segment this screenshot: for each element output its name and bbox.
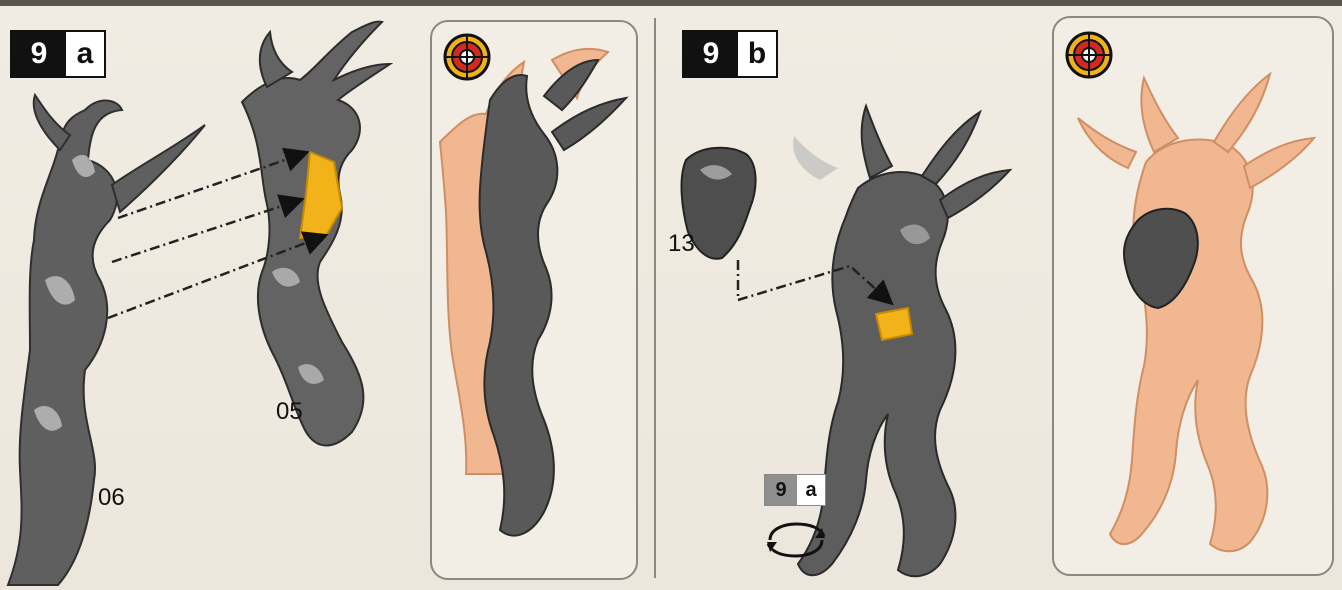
- step-letter: b: [738, 32, 776, 76]
- result-panel-b: [1052, 16, 1334, 576]
- step-number: 9: [684, 32, 738, 76]
- reference-badge-9a: 9 a: [764, 474, 826, 506]
- part-label-13: 13: [668, 230, 695, 258]
- reference-number: 9: [765, 475, 797, 505]
- arrow-1: [118, 153, 305, 218]
- assembly-figure-b: [780, 70, 1020, 590]
- rotate-arrows-icon: [758, 518, 834, 562]
- assembled-figure-a: [432, 42, 636, 572]
- reference-letter: a: [797, 475, 825, 505]
- result-panel-a: [430, 20, 638, 580]
- assembly-arrow-b: [720, 250, 910, 330]
- step-badge-9b: 9 b: [682, 30, 778, 78]
- arrow-3: [108, 236, 324, 318]
- assembled-figure-b: [1054, 42, 1332, 562]
